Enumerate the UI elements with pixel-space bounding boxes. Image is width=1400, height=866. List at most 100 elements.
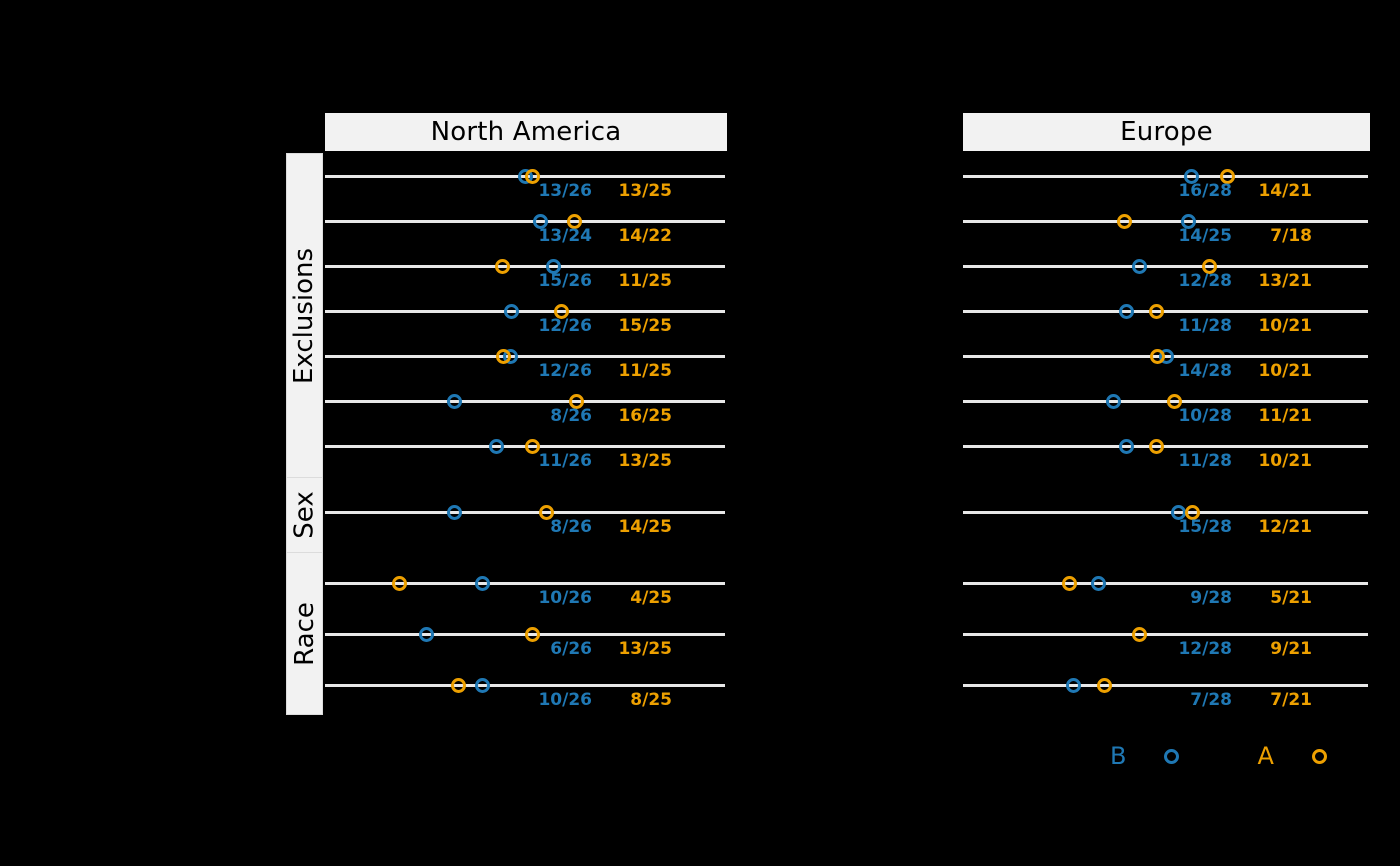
value-label-a: 10/21 (1258, 316, 1312, 336)
value-label-a: 14/22 (618, 226, 672, 246)
value-label-b: 9/28 (1190, 588, 1232, 608)
facet-header-north-america: North America (325, 113, 727, 151)
value-label-a: 7/21 (1270, 690, 1312, 710)
data-point-b (1131, 258, 1147, 274)
row-line (963, 582, 1368, 585)
value-label-b: 12/26 (538, 361, 592, 381)
row-line (325, 355, 725, 358)
legend-marker-a-icon (1311, 748, 1327, 764)
data-point-b (1170, 504, 1186, 520)
value-label-b: 13/24 (538, 226, 592, 246)
data-point-a (1219, 168, 1235, 184)
value-label-b: 10/26 (538, 588, 592, 608)
value-label-b: 16/28 (1178, 181, 1232, 201)
value-label-a: 11/21 (1258, 406, 1312, 426)
data-point-b (474, 575, 490, 591)
data-point-a (1166, 393, 1182, 409)
legend-entry-a: A (1257, 742, 1327, 770)
data-point-a (494, 258, 510, 274)
value-label-a: 5/21 (1270, 588, 1312, 608)
value-label-b: 11/26 (538, 451, 592, 471)
data-point-b (503, 303, 519, 319)
row-line (325, 684, 725, 687)
facet-header-europe: Europe (963, 113, 1370, 151)
row-line (963, 220, 1368, 223)
data-point-b (446, 504, 462, 520)
value-label-a: 13/25 (618, 451, 672, 471)
row-line (963, 175, 1368, 178)
value-label-b: 10/28 (1178, 406, 1232, 426)
data-point-a (450, 677, 466, 693)
row-line (963, 265, 1368, 268)
value-label-a: 11/25 (618, 271, 672, 291)
value-label-b: 11/28 (1178, 451, 1232, 471)
data-point-a (391, 575, 407, 591)
data-point-a (1148, 438, 1164, 454)
data-point-b (474, 677, 490, 693)
data-point-a (1096, 677, 1112, 693)
data-point-a (1148, 303, 1164, 319)
value-label-a: 13/25 (618, 181, 672, 201)
data-point-b (1065, 677, 1081, 693)
value-label-b: 8/26 (550, 517, 592, 537)
data-point-a (524, 438, 540, 454)
value-label-b: 7/28 (1190, 690, 1232, 710)
data-point-b (1180, 213, 1196, 229)
value-label-a: 13/21 (1258, 271, 1312, 291)
facet-header-north-america-label: North America (430, 117, 622, 147)
value-label-a: 15/25 (618, 316, 672, 336)
data-point-a (524, 168, 540, 184)
data-point-a (524, 626, 540, 642)
value-label-a: 4/25 (630, 588, 672, 608)
row-line (325, 400, 725, 403)
value-label-b: 12/28 (1178, 271, 1232, 291)
data-point-a (1131, 626, 1147, 642)
value-label-b: 8/26 (550, 406, 592, 426)
value-label-a: 12/21 (1258, 517, 1312, 537)
row-line (325, 265, 725, 268)
row-line (963, 310, 1368, 313)
facet-header-europe-label: Europe (1120, 117, 1213, 147)
row-line (963, 511, 1368, 514)
row-line (325, 582, 725, 585)
value-label-b: 11/28 (1178, 316, 1232, 336)
row-line (325, 220, 725, 223)
data-point-b (1105, 393, 1121, 409)
row-line (325, 511, 725, 514)
data-point-b (418, 626, 434, 642)
row-line (963, 400, 1368, 403)
value-label-a: 14/25 (618, 517, 672, 537)
group-strip-exclusions: Exclusions (286, 153, 323, 478)
row-line (963, 445, 1368, 448)
data-point-b (1118, 438, 1134, 454)
data-point-a (1061, 575, 1077, 591)
data-point-a (568, 393, 584, 409)
data-point-a (566, 213, 582, 229)
data-point-a (1184, 504, 1200, 520)
data-point-a (1201, 258, 1217, 274)
value-label-a: 13/25 (618, 639, 672, 659)
value-label-b: 13/26 (538, 181, 592, 201)
value-label-a: 9/21 (1270, 639, 1312, 659)
row-line (963, 684, 1368, 687)
data-point-b (1118, 303, 1134, 319)
value-label-a: 7/18 (1270, 226, 1312, 246)
row-line (325, 310, 725, 313)
legend-label-a: A (1257, 742, 1274, 770)
group-strip-race: Race (286, 552, 323, 715)
data-point-a (1116, 213, 1132, 229)
value-label-a: 11/25 (618, 361, 672, 381)
data-point-b (488, 438, 504, 454)
plot-panel-north-america (325, 153, 725, 713)
value-label-a: 16/25 (618, 406, 672, 426)
legend-entry-b: B (1110, 742, 1180, 770)
value-label-b: 6/26 (550, 639, 592, 659)
data-point-b (446, 393, 462, 409)
chart-legend: B A (1110, 742, 1327, 770)
data-point-b (1183, 168, 1199, 184)
data-point-a (1149, 348, 1165, 364)
data-point-b (545, 258, 561, 274)
value-label-b: 10/26 (538, 690, 592, 710)
legend-marker-b-icon (1164, 748, 1180, 764)
